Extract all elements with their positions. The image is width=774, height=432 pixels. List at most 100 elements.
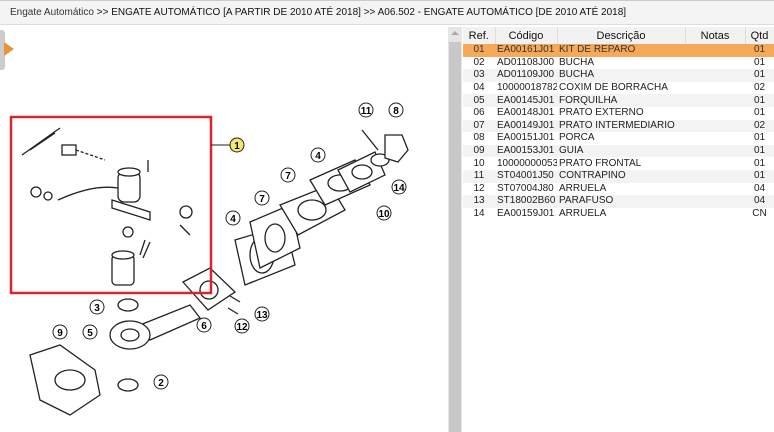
cell-qty: 01 [745, 69, 774, 82]
column-header-code[interactable]: Código [495, 27, 558, 44]
cell-code: ST04001J50 [495, 169, 557, 183]
table-row[interactable]: 04 100000187820COXIM DE BORRACHA 02 [463, 82, 774, 95]
breadcrumb-separator: >> [363, 7, 376, 18]
callout-5: 5 [87, 328, 93, 339]
cell-desc: KIT DE REPARO [557, 44, 685, 57]
cell-code: EA00153J01 [495, 144, 557, 158]
cell-desc: PRATO INTERMEDIÁRIO [557, 119, 685, 133]
cell-code: ST07004J80 [497, 182, 554, 194]
callout-7: 7 [259, 194, 265, 205]
scroll-up-arrow-icon[interactable] [451, 31, 459, 35]
cell-qty: 01 [753, 157, 766, 169]
cell-notes [685, 69, 745, 82]
cell-ref: 03 [463, 69, 495, 82]
cell-ref: 10 [473, 157, 485, 169]
cell-notes [685, 94, 745, 107]
cell-ref: 08 [473, 132, 485, 144]
callout-8: 8 [393, 106, 399, 117]
cell-notes [685, 57, 745, 70]
callout-2: 2 [158, 378, 164, 389]
breadcrumb: Engate Automático >> ENGATE AUTOMÁTICO [… [0, 0, 774, 25]
table-scrollbar[interactable] [448, 27, 462, 432]
column-header-qty[interactable]: Qtd [745, 27, 774, 44]
table-row[interactable]: 06 EA00148J01 PRATO EXTERNO 01 [463, 107, 774, 120]
cell-qty: 01 [745, 94, 774, 107]
callout-7b: 7 [285, 171, 291, 182]
cell-ref: 11 [463, 169, 495, 183]
cell-qty: 02 [753, 82, 766, 94]
scrollbar-thumb[interactable] [449, 42, 461, 432]
column-header-ref[interactable]: Ref. [463, 27, 496, 44]
cell-notes [685, 107, 745, 120]
callout-11: 11 [361, 106, 372, 117]
cell-qty: 01 [745, 144, 774, 158]
table-header-row: Ref. Código Descrição Notas Qtd [463, 27, 774, 44]
cell-qty: 01 [745, 44, 774, 57]
cell-ref: 13 [463, 195, 495, 208]
cell-desc: COXIM DE BORRACHA [559, 82, 668, 94]
cell-ref: 07 [463, 119, 495, 133]
cell-desc: BUCHA [557, 69, 685, 82]
breadcrumb-item-1[interactable]: Engate Automático [10, 7, 94, 18]
cell-notes [685, 44, 745, 57]
cell-notes [685, 144, 745, 158]
cell-qty: 02 [745, 119, 774, 133]
cell-qty: 01 [745, 169, 774, 183]
cell-notes [685, 208, 745, 221]
cell-code: EA00148J01 [497, 107, 555, 119]
cell-notes [685, 132, 745, 145]
callout-14: 14 [393, 183, 405, 194]
cell-code: EA00159J01 [497, 208, 555, 220]
cell-ref: 02 [473, 56, 485, 68]
table-row[interactable]: 12 ST07004J80 ARRUELA 04 [463, 183, 774, 196]
expand-arrow-icon[interactable] [4, 42, 14, 56]
cell-desc: PRATO FRONTAL [559, 157, 642, 169]
column-header-description[interactable]: Descrição [557, 27, 686, 44]
cell-code: 100000187820 [497, 82, 557, 94]
column-header-notes[interactable]: Notas [685, 27, 746, 44]
breadcrumb-item-2[interactable]: ENGATE AUTOMÁTICO [A PARTIR DE 2010 ATÉ … [111, 7, 361, 18]
cell-ref: 06 [473, 107, 485, 119]
cell-notes [685, 183, 745, 196]
cell-notes [685, 169, 745, 183]
cell-desc: GUIA [557, 144, 685, 158]
cell-qty: 01 [753, 107, 766, 119]
assembly-drawing [29, 129, 409, 416]
cell-ref: 04 [473, 82, 485, 94]
cell-ref: 12 [473, 182, 485, 194]
table-row[interactable]: 08 EA00151J01 PORCA 01 [463, 132, 774, 145]
cell-desc: BUCHA [559, 56, 595, 68]
callout-13: 13 [256, 310, 268, 321]
cell-desc: PARAFUSO [557, 195, 685, 208]
cell-code: ST18002B60 [495, 195, 557, 208]
cell-desc: PRATO EXTERNO [559, 107, 644, 119]
cell-desc: FORQUILHA [557, 94, 685, 107]
callout-4: 4 [230, 214, 236, 225]
cell-code: EA00151J01 [497, 132, 555, 144]
cell-ref: 01 [463, 44, 495, 57]
cell-qty: 04 [753, 182, 766, 194]
cell-desc: ARRUELA [559, 182, 607, 194]
breadcrumb-separator: >> [96, 7, 109, 18]
kit-highlight-box [9, 115, 213, 295]
cell-code: EA00145J01 [495, 94, 557, 107]
callout-12: 12 [236, 322, 248, 333]
cell-desc: PORCA [559, 132, 595, 144]
cell-notes [685, 82, 745, 95]
breadcrumb-item-3: A06.502 - ENGATE AUTOMÁTICO [DE 2010 ATÉ… [377, 7, 627, 18]
cell-notes [685, 195, 745, 208]
cell-qty: CN [752, 208, 767, 220]
side-panel-toggle[interactable] [0, 30, 5, 70]
cell-qty: 01 [753, 132, 766, 144]
